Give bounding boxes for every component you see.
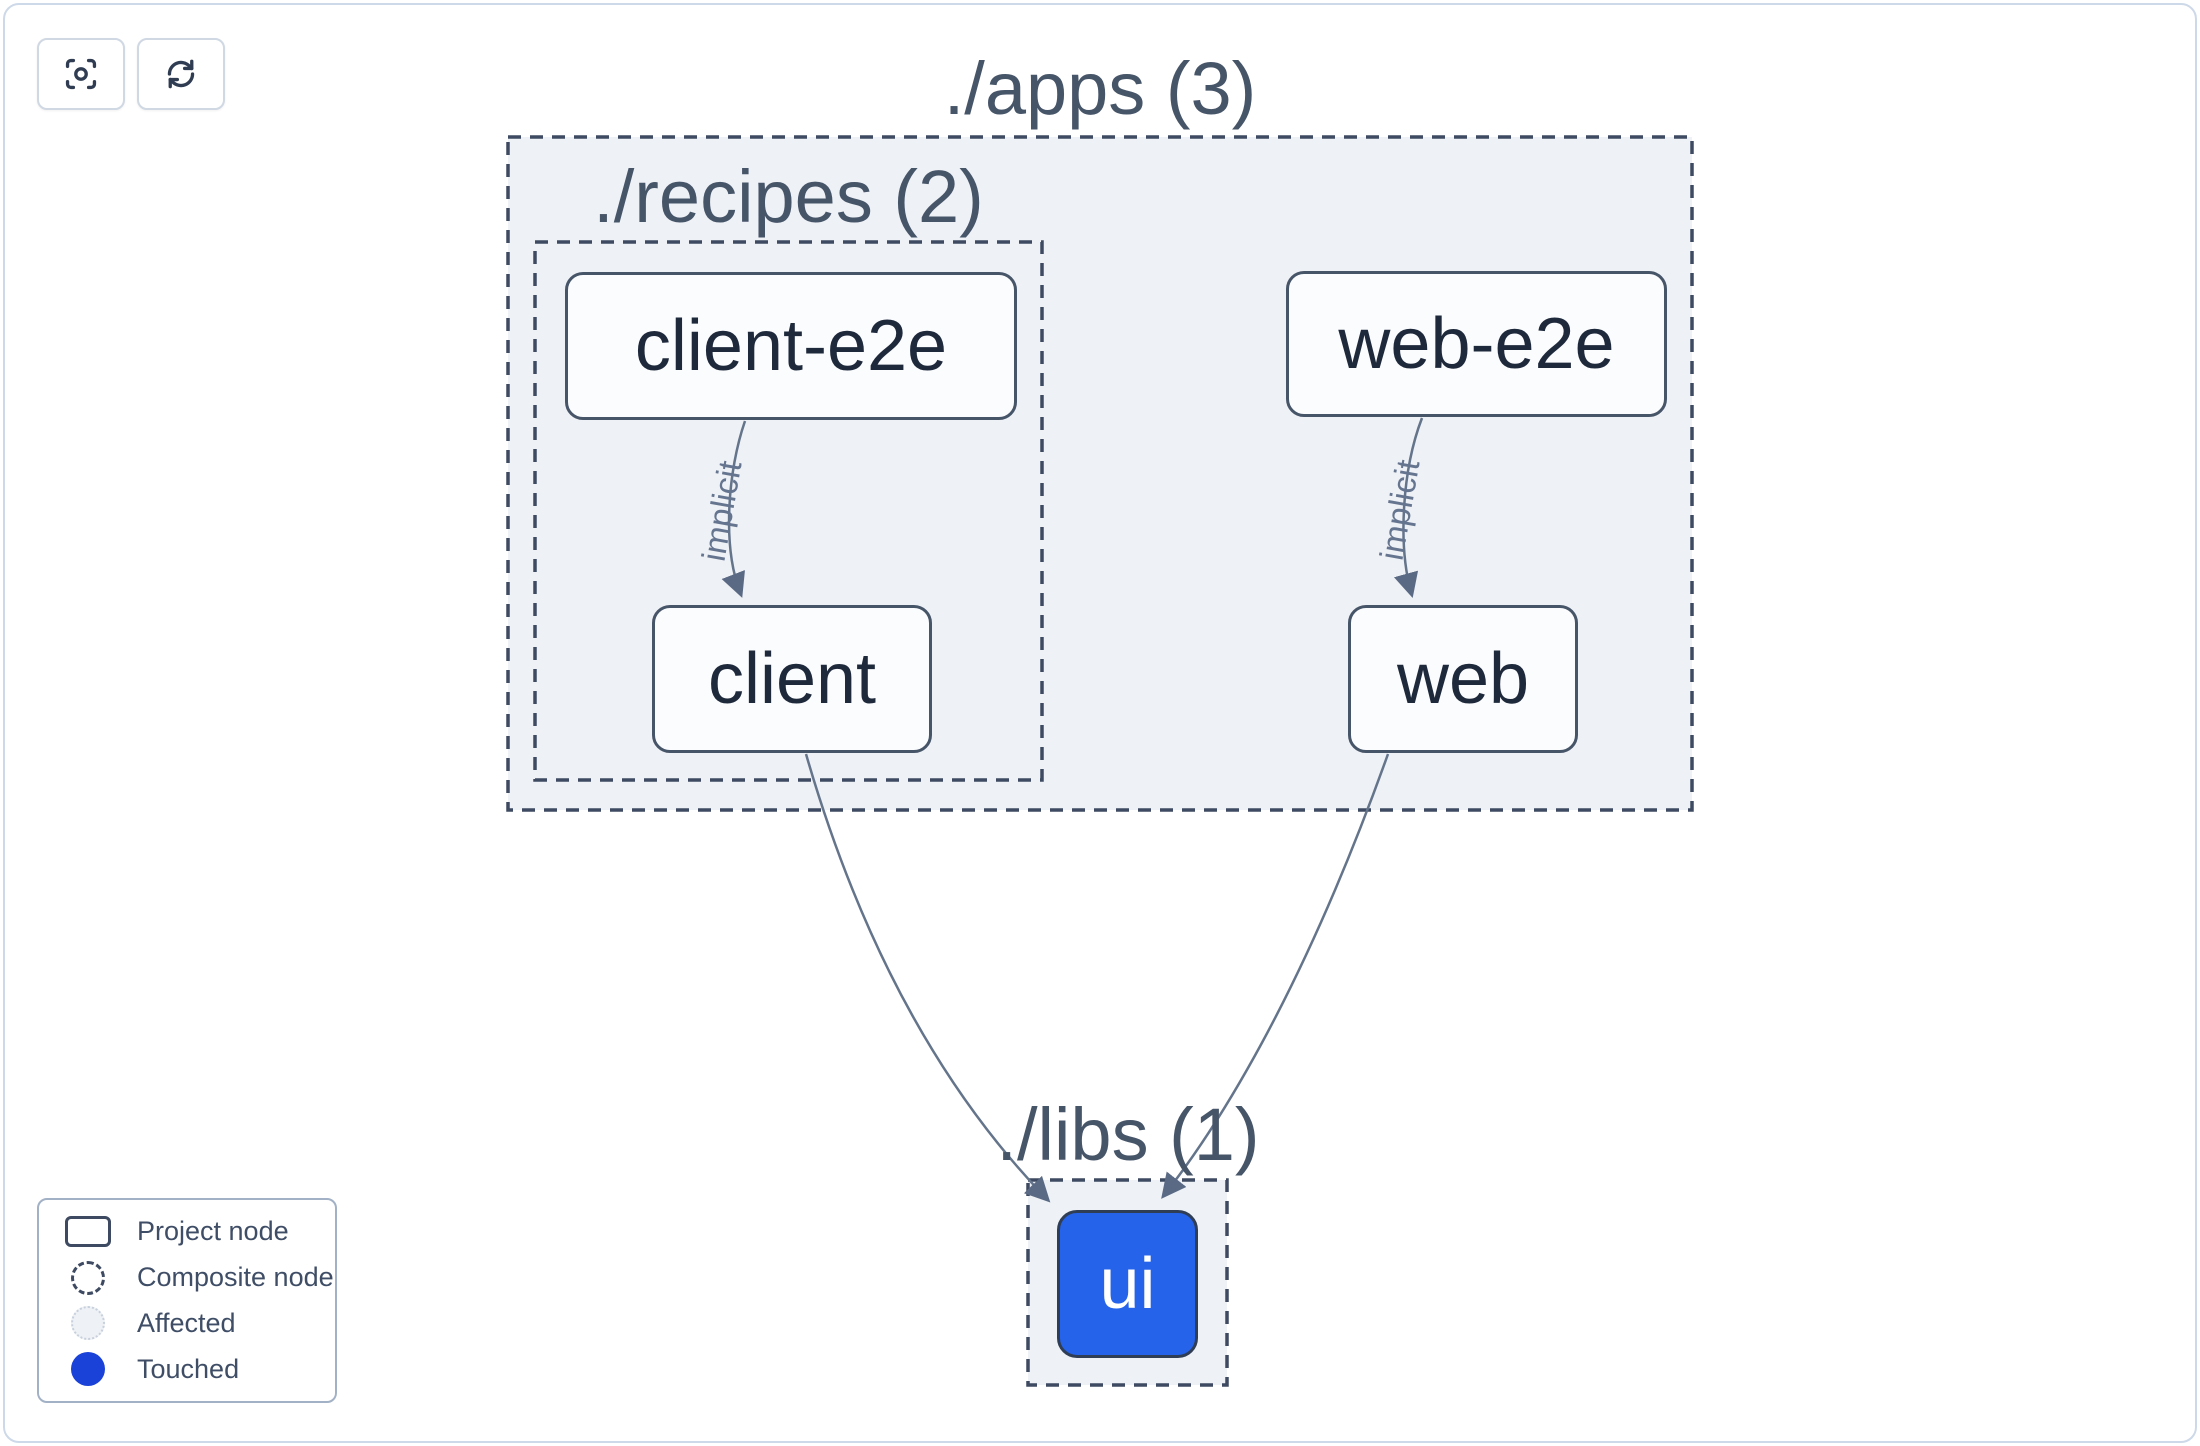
affected-swatch-icon [71,1306,105,1341]
edge-client-e2e-to-client [721,420,747,598]
legend: Project node Composite node Affected Tou… [37,1198,337,1403]
refresh-button[interactable] [137,38,225,110]
edge-web-to-ui [1161,753,1390,1199]
node-web-e2e[interactable]: web-e2e [1286,271,1667,417]
legend-item-project-node: Project node [39,1209,335,1255]
group-box-recipes[interactable] [533,240,1044,782]
group-title-apps[interactable]: ./apps (3) [943,47,1257,130]
refresh-icon [167,59,195,89]
node-ui-touched[interactable]: ui [1057,1210,1198,1358]
project-node-swatch-icon [65,1216,111,1248]
legend-item-affected: Affected [39,1301,335,1347]
legend-item-composite-node: Composite node [39,1255,335,1301]
legend-label: Affected [137,1307,236,1338]
edge-web-e2e-to-web [1393,417,1424,599]
group-title-libs[interactable]: ./libs (1) [996,1093,1260,1176]
edge-client-to-ui [804,753,1051,1203]
focus-button[interactable] [37,38,125,110]
node-web[interactable]: web [1348,605,1578,753]
crosshair-focus-icon [65,58,97,90]
composite-node-swatch-icon [71,1260,105,1295]
legend-label: Composite node [137,1262,334,1293]
legend-label: Touched [137,1353,240,1384]
touched-swatch-icon [71,1352,105,1387]
legend-label: Project node [137,1216,289,1247]
legend-item-touched: Touched [39,1346,335,1392]
node-client-e2e[interactable]: client-e2e [565,272,1017,420]
node-client[interactable]: client [652,605,932,753]
group-title-recipes[interactable]: ./recipes (2) [593,155,984,238]
